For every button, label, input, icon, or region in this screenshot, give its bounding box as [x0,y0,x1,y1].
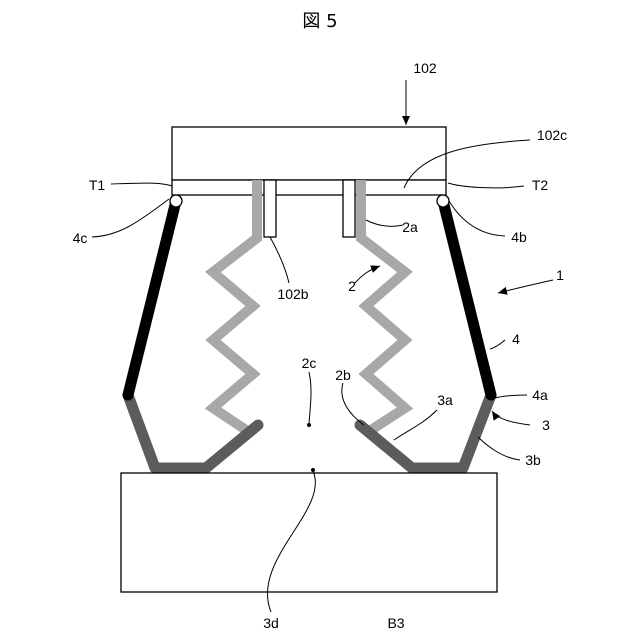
label-3: 3 [542,417,550,433]
upper-finger-right [443,201,491,395]
label-2b: 2b [335,367,351,383]
leader-4c [92,199,169,237]
leader-2b [342,383,364,425]
rod-102b-left [264,180,276,237]
label-t2: T2 [532,177,549,193]
label-2: 2 [348,278,356,294]
leader-1 [498,280,553,293]
label-102b: 102b [277,286,308,302]
leader-4b [449,201,505,236]
leader-2a [366,220,403,226]
label-1: 1 [556,267,564,283]
top-block-102 [172,127,446,180]
upper-finger-left [128,201,176,395]
lower-finger-right [360,395,491,468]
leader-4 [490,340,505,349]
bellows-right [361,180,405,430]
leader-2 [355,266,380,283]
label-102c: 102c [537,127,567,143]
leader-t1 [111,183,172,186]
leader-4a [495,395,527,398]
label-3a: 3a [437,392,453,408]
label-102: 102 [413,60,437,76]
base-block-b3 [121,473,497,592]
leader-t2 [448,183,524,188]
plate-102c [172,180,446,195]
lower-finger-left [128,395,258,468]
bellows-left [213,180,257,430]
leader-2c [309,372,311,424]
label-b3: B3 [387,615,404,631]
leader-3 [492,411,530,425]
label-4a: 4a [532,387,548,403]
label-2a: 2a [402,219,418,235]
leader-102b [270,237,289,283]
figure-title: 図 5 [302,11,337,32]
label-3b: 3b [525,452,541,468]
rod-102b-right [343,180,355,237]
label-4: 4 [512,331,520,347]
label-4b: 4b [511,229,527,245]
label-4c: 4c [73,230,88,246]
pivot-t1 [170,195,182,207]
leader-3b [478,437,520,460]
label-3d: 3d [263,615,279,631]
label-t1: T1 [89,177,106,193]
label-2c: 2c [302,355,317,371]
pivot-t2 [437,195,449,207]
